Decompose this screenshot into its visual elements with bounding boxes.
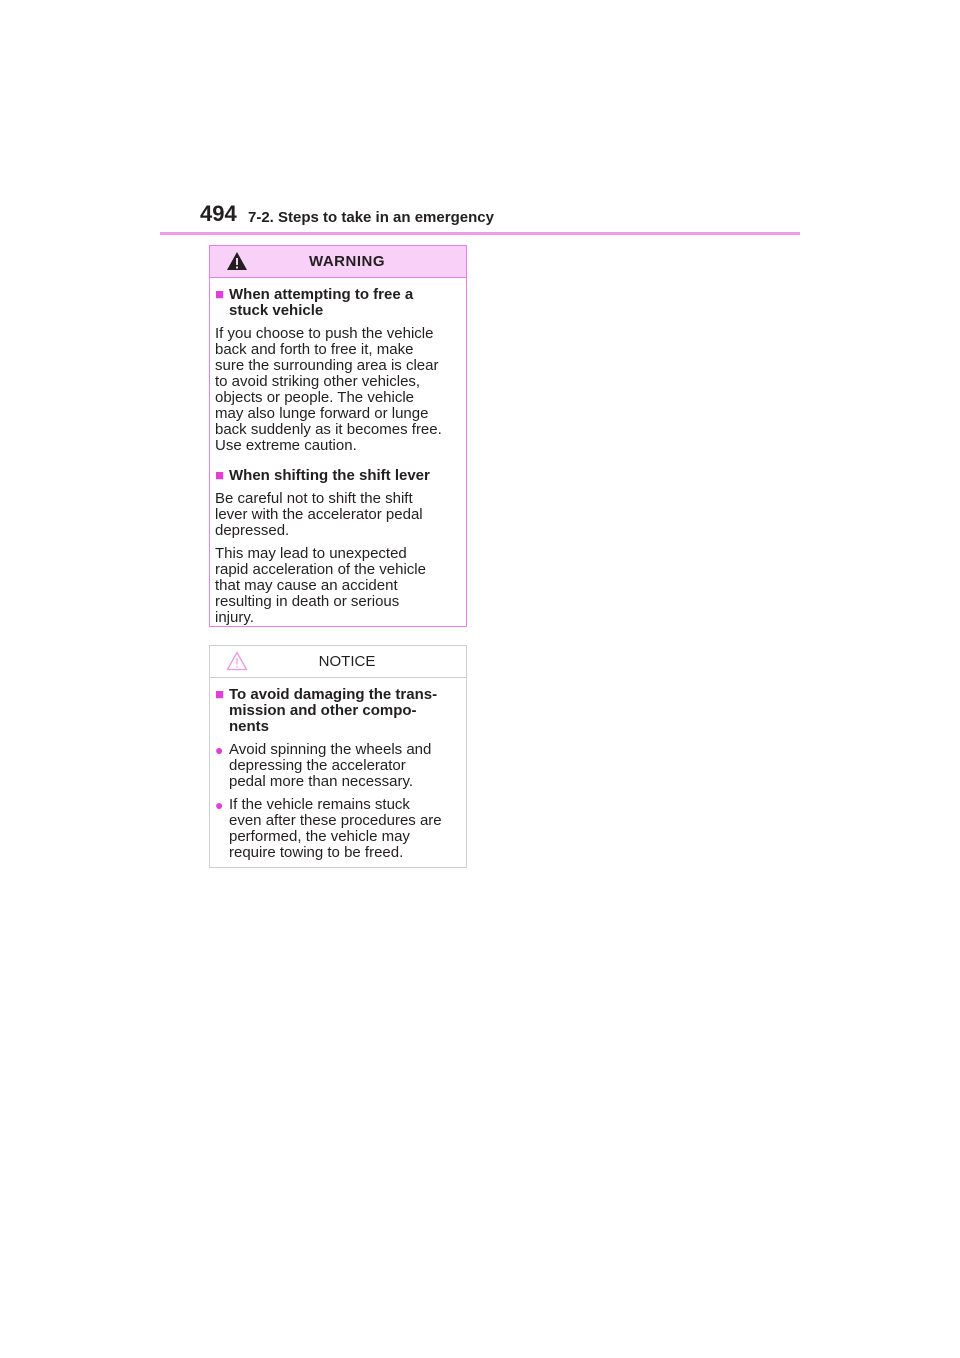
square-bullet: ■ [215,286,225,303]
notice-header: NOTICE [210,646,466,678]
page-number: 494 [200,201,237,226]
notice-heading-transmission: ■ To avoid damaging the trans- mission a… [215,686,438,735]
square-bullet: ■ [215,467,225,484]
notice-bullet-item: ● Avoid spinning the wheels and depressi… [215,741,432,790]
section-title: 7-2. Steps to take in an emergency [248,209,494,226]
square-bullet: ■ [215,686,225,703]
warning-heading-shift-lever: ■ When shifting the shift lever [215,467,430,484]
warning-body: ■ When attempting to free a stuck vehicl… [210,278,466,626]
header-rule [160,232,800,235]
warning-paragraph: This may lead to unexpected rapid accele… [215,545,426,626]
notice-body: ■ To avoid damaging the trans- mission a… [210,678,466,861]
warning-box: WARNING ■ When attempting to free a stuc… [209,245,467,627]
warning-heading-stuck-vehicle: ■ When attempting to free a stuck vehicl… [215,286,414,319]
notice-bullet-item: ● If the vehicle remains stuck even afte… [215,796,442,861]
warning-paragraph: If you choose to push the vehicle back a… [215,325,442,454]
circle-bullet: ● [215,742,224,758]
warning-title: WARNING [309,252,385,270]
notice-title: NOTICE [318,652,376,670]
circle-bullet: ● [215,797,224,813]
caution-triangle-outline-icon [226,651,248,671]
warning-paragraph: Be careful not to shift the shift lever … [215,490,423,539]
warning-triangle-icon [227,252,247,270]
notice-box: NOTICE ■ To avoid damaging the trans- mi… [209,645,467,868]
warning-header: WARNING [210,246,466,278]
